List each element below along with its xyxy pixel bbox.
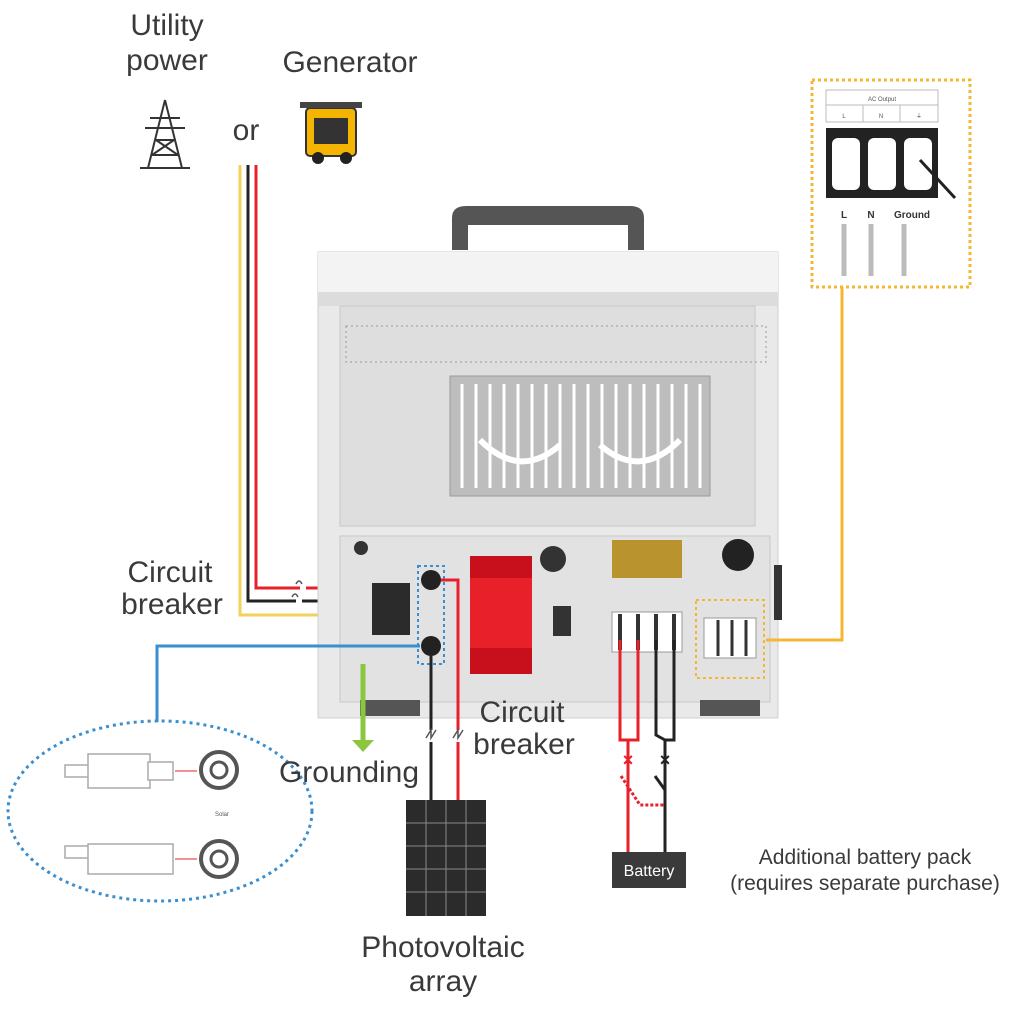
inverter-unit [317,251,782,719]
solar-connector-label: Solar [215,812,229,818]
pv-connector-wire [155,644,420,722]
screwdriver-icon [918,158,957,200]
ac-input-breaker [372,583,410,635]
pv-wires [425,578,464,800]
ground-arrow-icon [352,664,374,752]
battery-fuse-x-icon: × [623,750,634,770]
battery-label: Battery [624,863,675,880]
additional-battery-note: (requires separate purchase) [730,872,1000,895]
battery-icon [612,852,686,888]
wire-label-l: L [841,210,847,221]
wire-label-ground: Ground [894,210,930,221]
ac-output-callout: AC Output L N ⏚ L N Ground [810,78,972,289]
generator-icon [300,102,362,164]
utility-power-label-2: power [126,44,208,77]
photovoltaic-label-2: array [409,965,477,998]
pv-connector-callout: Solar [6,719,314,903]
circuit-breaker-left-label: Circuit [127,556,213,589]
additional-battery-label: Additional battery pack [759,846,972,869]
battery-wires [618,640,676,852]
solar-panel-icon [406,800,486,916]
photovoltaic-label: Photovoltaic [361,931,524,964]
pv-circuit-breaker [470,556,532,674]
utility-tower-icon [140,99,190,169]
fuse [612,540,682,578]
ac-output-terminal [695,599,765,679]
power-switch [553,606,571,636]
ac-output-terminal-l: L [842,114,846,120]
grounding-label: Grounding [279,756,419,789]
battery-switch-x-icon: × [660,750,671,770]
wire-label-n: N [867,210,874,221]
circuit-breaker-bottom-label-2: breaker [473,728,575,761]
utility-power-label: Utility [130,9,203,42]
ac-output-title: AC Output [868,97,896,103]
ac-output-terminal-ground: ⏚ [916,113,922,120]
ac-output-wire [766,287,844,642]
battery-terminals [611,611,683,653]
circuit-breaker-left-label-2: breaker [121,588,223,621]
ac-output-terminal-n: N [879,114,883,120]
inverter-handle [452,206,644,250]
pv-input-terminal [417,565,445,665]
generator-label: Generator [282,46,417,79]
circuit-breaker-bottom-label: Circuit [479,696,565,729]
or-label: or [233,114,260,147]
